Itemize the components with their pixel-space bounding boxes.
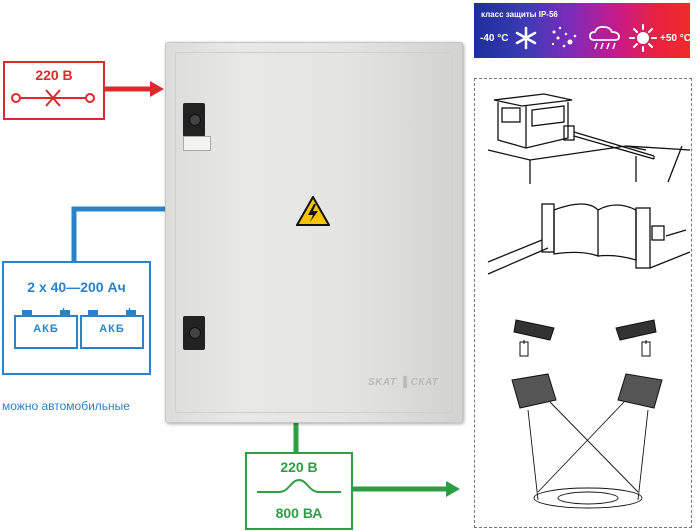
input-arrow bbox=[150, 81, 164, 97]
battery-2-icon bbox=[80, 310, 144, 349]
protection-class-label: класс защиты IP-56 bbox=[481, 10, 558, 19]
applications-frame bbox=[474, 78, 692, 528]
battery-1-icon bbox=[14, 310, 78, 349]
battery-2-label: АКБ bbox=[99, 323, 125, 335]
min-temperature-label: -40 °C bbox=[480, 33, 509, 44]
sun-icon bbox=[629, 24, 657, 52]
mains-switch-icon bbox=[11, 89, 95, 107]
output-power-label: 800 ВА bbox=[275, 505, 323, 521]
lower-lock-icon bbox=[183, 316, 205, 350]
power-cabinet bbox=[165, 42, 463, 423]
snowflake-icon bbox=[515, 26, 537, 50]
battery-2-plus: + bbox=[126, 304, 134, 318]
protection-strip bbox=[474, 3, 690, 58]
cabinet-brand: SKAT ▐ СКАТ bbox=[368, 377, 439, 388]
max-temperature-label: +50 °C bbox=[660, 33, 691, 44]
guard-booth-barrier-icon bbox=[487, 93, 690, 184]
battery-wire bbox=[71, 206, 165, 262]
input-voltage-label: 220 В bbox=[35, 67, 73, 83]
battery-1-plus: + bbox=[60, 304, 68, 318]
battery-capacity-label: 2 х 40—200 Ач bbox=[27, 279, 126, 295]
input-box bbox=[3, 61, 105, 120]
rain-cloud-icon bbox=[589, 25, 620, 50]
battery-note: можно автомобильные bbox=[2, 399, 130, 413]
cctv-cameras-icon bbox=[513, 319, 657, 357]
dust-icon bbox=[551, 26, 577, 48]
upper-lock-icon bbox=[183, 103, 205, 137]
battery-2-minus: − bbox=[88, 304, 96, 318]
floodlights-icon bbox=[511, 373, 663, 509]
output-arrow bbox=[446, 481, 460, 497]
gate-icon bbox=[487, 203, 690, 275]
high-voltage-warning-icon bbox=[296, 196, 330, 226]
sine-wave-icon bbox=[257, 478, 341, 493]
output-voltage-label: 220 В bbox=[280, 459, 318, 475]
battery-1-label: АКБ bbox=[33, 323, 59, 335]
nameplate bbox=[183, 136, 211, 151]
cabinet-door-panel bbox=[175, 52, 453, 413]
battery-1-minus: − bbox=[22, 304, 30, 318]
